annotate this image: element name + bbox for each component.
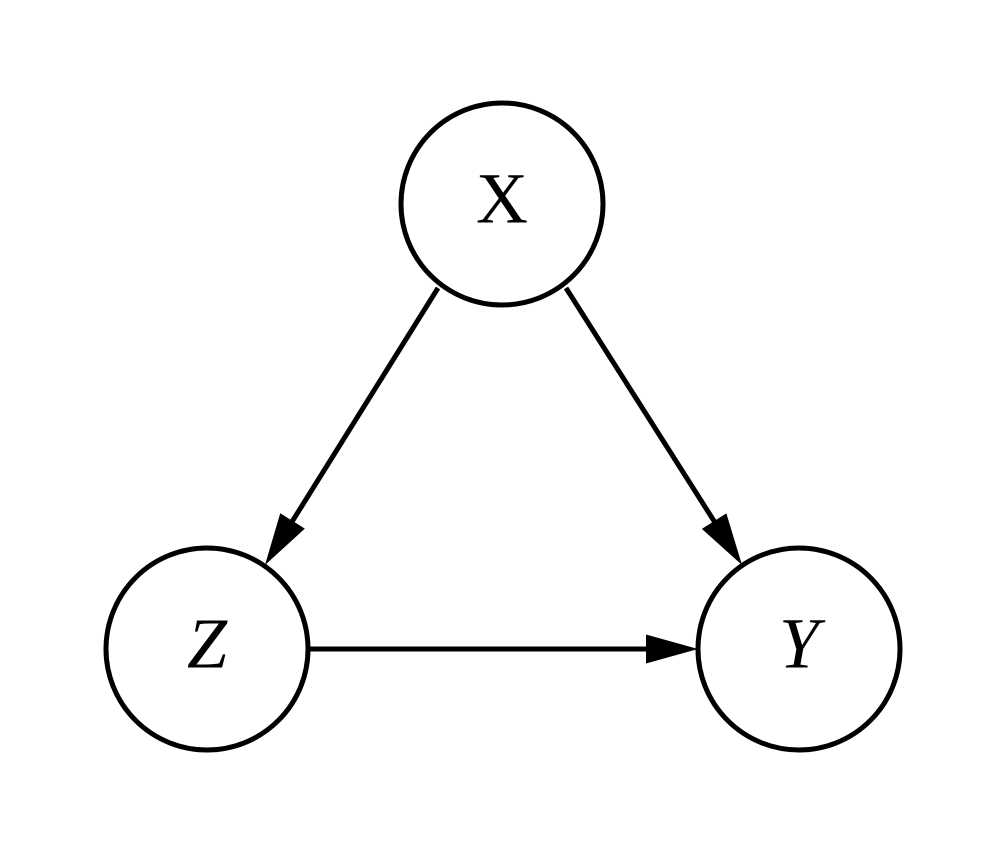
edge-x-to-y-shaft	[563, 286, 720, 528]
edge-x-to-y-arrowhead	[701, 513, 742, 565]
edge-x-to-z[interactable]	[265, 286, 441, 565]
edge-x-to-z-shaft	[287, 286, 441, 528]
node-z-label: Z	[187, 604, 228, 684]
edge-group	[265, 286, 742, 664]
edge-z-to-y-arrowhead	[646, 634, 698, 664]
node-y-label: Y	[779, 604, 826, 684]
edge-x-to-y[interactable]	[563, 286, 742, 565]
node-group: X Z Y	[103, 100, 903, 753]
edge-z-to-y[interactable]	[308, 634, 698, 664]
node-z[interactable]: Z	[103, 545, 311, 753]
node-x-circle[interactable]	[398, 100, 606, 308]
edge-x-to-z-arrowhead	[265, 513, 305, 565]
node-x-label: X	[476, 159, 528, 239]
node-y-circle[interactable]	[695, 545, 903, 753]
node-x[interactable]: X	[398, 100, 606, 308]
node-z-circle[interactable]	[103, 545, 311, 753]
node-y[interactable]: Y	[695, 545, 903, 753]
